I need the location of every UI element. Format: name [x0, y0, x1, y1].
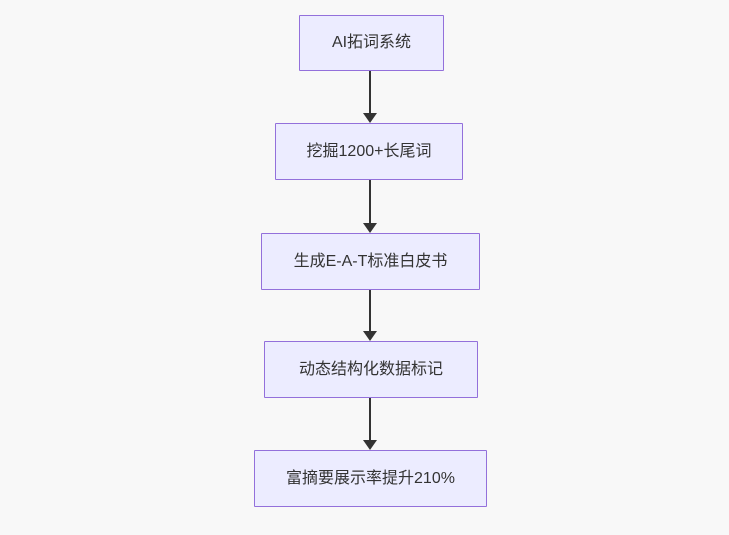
flow-arrow-1: [363, 71, 377, 123]
arrow-line: [369, 180, 371, 223]
flow-node-ai-word-system: AI拓词系统: [299, 15, 444, 71]
arrow-down-icon: [363, 223, 377, 233]
flow-node-label: 挖掘1200+长尾词: [306, 142, 432, 160]
flow-node-label: 富摘要展示率提升210%: [286, 469, 455, 487]
flow-arrow-3: [363, 290, 377, 341]
flow-arrow-2: [363, 180, 377, 233]
arrow-line: [369, 290, 371, 331]
flow-node-longtail-mining: 挖掘1200+长尾词: [275, 123, 463, 180]
arrow-down-icon: [363, 331, 377, 341]
flow-node-eat-whitepaper: 生成E-A-T标准白皮书: [261, 233, 480, 290]
arrow-line: [369, 71, 371, 113]
arrow-down-icon: [363, 113, 377, 123]
flow-node-rich-snippet-result: 富摘要展示率提升210%: [254, 450, 487, 507]
flow-node-label: 动态结构化数据标记: [298, 360, 443, 378]
flow-node-label: 生成E-A-T标准白皮书: [293, 252, 448, 270]
arrow-down-icon: [363, 440, 377, 450]
arrow-line: [369, 398, 371, 440]
flow-arrow-4: [363, 398, 377, 450]
flow-node-label: AI拓词系统: [331, 34, 412, 52]
flow-node-structured-data: 动态结构化数据标记: [264, 341, 478, 398]
